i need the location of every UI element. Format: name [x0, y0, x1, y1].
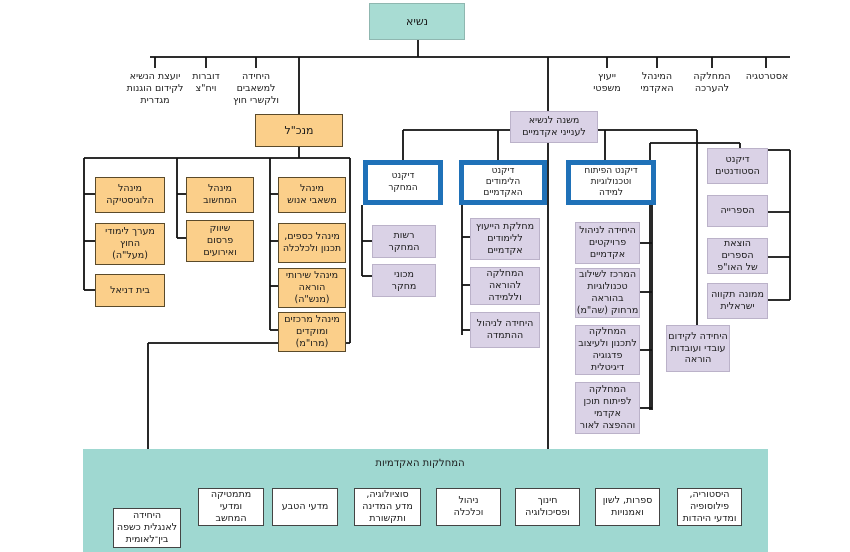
marketing-unit[interactable]: שיווק פרסום ואירועים [186, 220, 254, 262]
dept-mathematics[interactable]: מתמטיקה ומדעי המחשב [198, 488, 264, 526]
dept-history[interactable]: היסטוריה, פילוסופיה ומדעי היהדות [677, 488, 742, 526]
academic-admin-unit[interactable]: המינהל האקדמי [640, 71, 674, 94]
resources-unit[interactable]: היחידה למשאבים ולקשרי חוץ [233, 71, 279, 106]
centers-admin[interactable]: מינהל מרכזים ומוקדים (מרו"מ) [278, 312, 346, 352]
content-development-dept[interactable]: המחלקה לפיתוח תוכן אקדמי וההפצה לאור [575, 382, 640, 434]
dept-education[interactable]: חינוך ופסיכולוגיה [515, 488, 580, 526]
computing-admin[interactable]: מינהל המחשוב [186, 177, 254, 213]
english-unit[interactable]: היחידה לאנגלית כשפה בין־לאומית [113, 508, 181, 548]
dept-natural-sciences[interactable]: מדעי הטבע [272, 488, 338, 526]
president-box[interactable]: נשיא [369, 3, 465, 40]
vp-academic-box[interactable]: משנה לנשיא לענייני אקדמיים [510, 111, 598, 143]
dept-management[interactable]: ניהול וכלכלה [436, 488, 501, 526]
studies-dean[interactable]: דיקנט הלימודים האקדמיים [459, 160, 547, 205]
student-dean[interactable]: דיקנט הסטודנטים [707, 148, 768, 184]
persistence-unit[interactable]: היחידה לניהול ההתמדה [470, 312, 540, 348]
dept-literature[interactable]: ספרות, לשון ואמנויות [595, 488, 660, 526]
teaching-learning-dept[interactable]: המחלקה להוראה וללמידה [470, 267, 540, 305]
ceo-box[interactable]: מנכ"ל [255, 114, 343, 147]
departments-title: המחלקות האקדמיות [375, 457, 465, 469]
research-institutes[interactable]: מכוני מחקר [372, 264, 436, 297]
project-management-unit[interactable]: היחידה לניהול פרויקטים אקדמיים [575, 222, 640, 264]
publishing-house[interactable]: הוצאת הספרים של האו"פ [707, 238, 768, 274]
dept-social-sciences[interactable]: סוציולוגיה, מדע המדינה ותקשורת [354, 488, 421, 526]
hr-admin[interactable]: מינהל משאבי אנוש [278, 177, 346, 213]
research-dean[interactable]: דיקנט המחקר [363, 160, 443, 205]
gender-equity-advisor[interactable]: יועצת הנשיא לקידום הוגנות מגדרית [126, 71, 184, 106]
research-authority[interactable]: רשות המחקר [372, 225, 436, 258]
teaching-services-admin[interactable]: מינהל שירותי הוראה (מנש"ה) [278, 268, 346, 308]
beit-daniel[interactable]: בית דניאל [95, 274, 165, 307]
strategy-unit[interactable]: אסטרטגיה [745, 71, 789, 83]
digital-pedagogy-dept[interactable]: המחלקה לתכנון ולעיצוב פדגוגיה דיגיטלית [575, 325, 640, 375]
shoham-center[interactable]: המרכז לשילוב טכנולוגיות בהוראה מרחוק (שה… [575, 268, 640, 318]
library[interactable]: הספרייה [707, 195, 768, 227]
external-studies[interactable]: מערך לימודי החוץ (מעל"ה) [95, 223, 165, 265]
legal-unit[interactable]: ייעוץ משפטי [593, 71, 621, 94]
israeli-hope[interactable]: ממונה תקווה ישראלית [707, 283, 768, 319]
logistics-admin[interactable]: מינהל הלוגיסטיקה [95, 177, 165, 213]
development-dean[interactable]: דיקנט הפיתוח וטכנולוגיות למידה [566, 160, 656, 205]
evaluation-unit[interactable]: המחלקה להערכה [693, 71, 731, 94]
finance-admin[interactable]: מינהל כספים, תכנון ולכלכלה [278, 223, 346, 263]
spokesman-unit[interactable]: דוברות ויח"צ [192, 71, 220, 94]
academic-advising-dept[interactable]: מחלקת הייעוץ ללימודים אקדמיים [470, 218, 540, 260]
teaching-staff-unit[interactable]: היחידה לקידום עובדי ועובדות הוראה [666, 325, 730, 372]
